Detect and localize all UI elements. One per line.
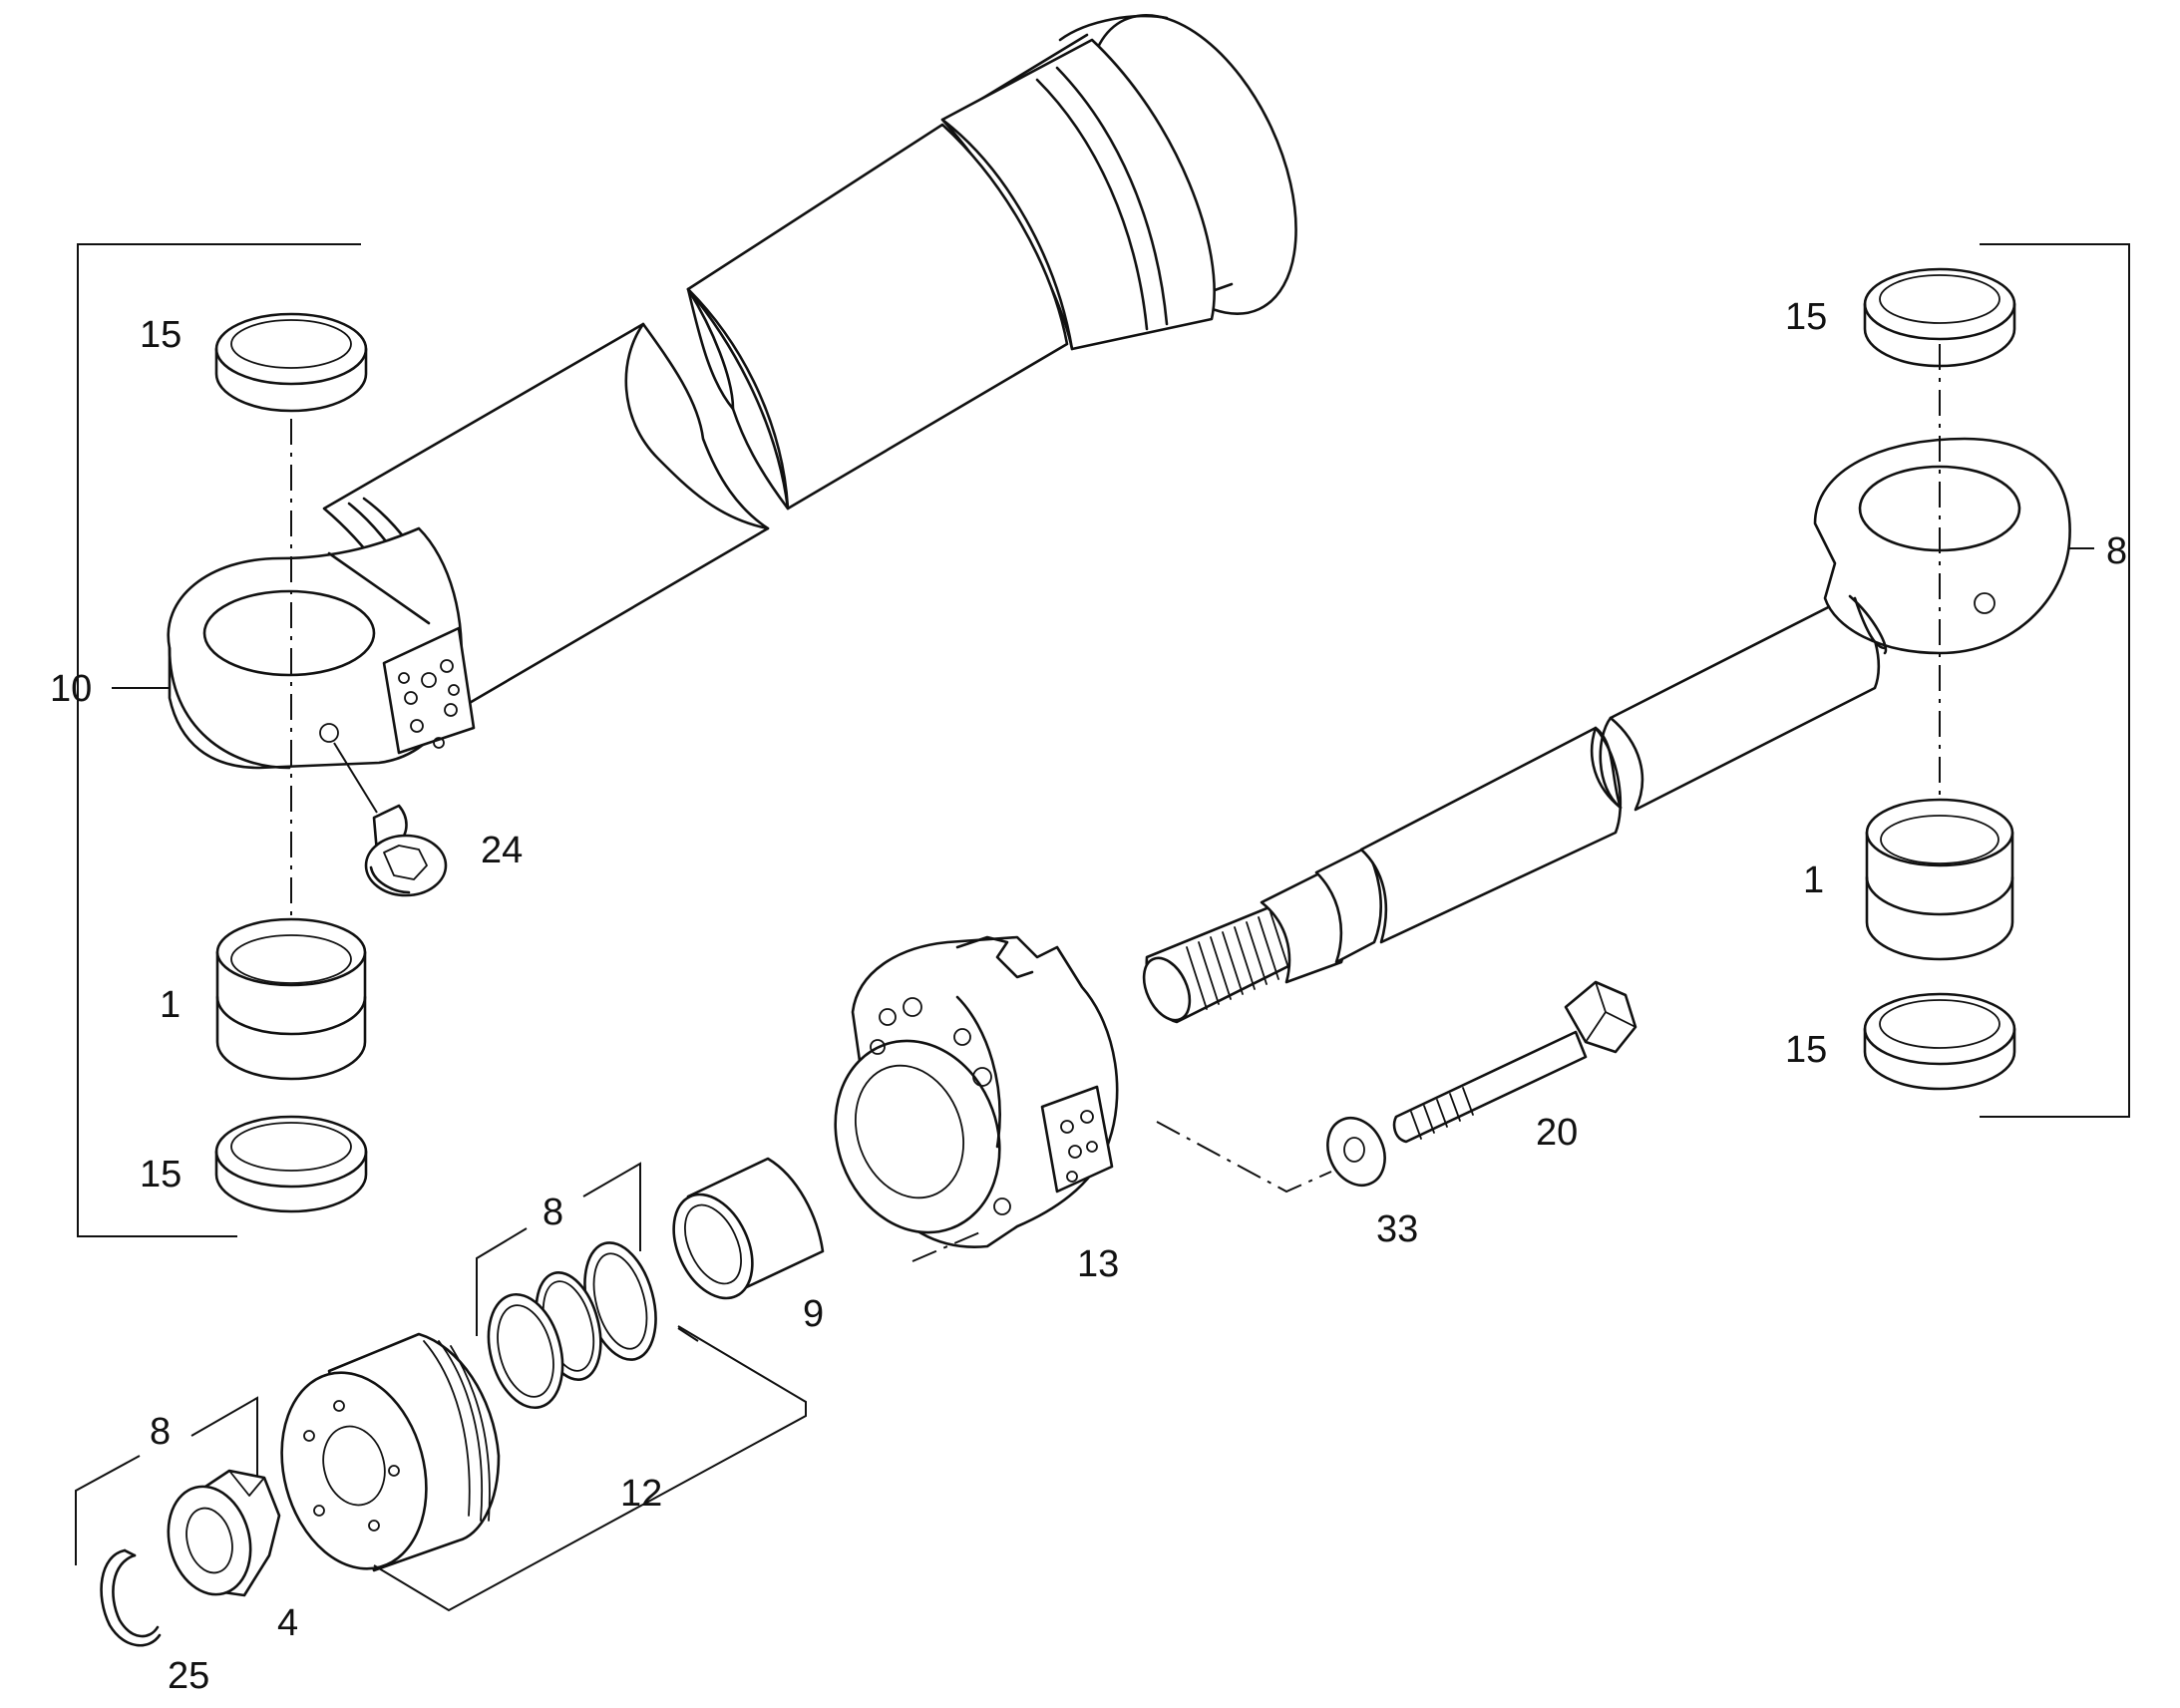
piston-nut[interactable]	[157, 1469, 281, 1603]
washer[interactable]	[1317, 1109, 1396, 1195]
piston[interactable]	[261, 1332, 501, 1585]
circlip[interactable]	[100, 1548, 162, 1647]
seal-ring-top-right[interactable]	[1863, 267, 2016, 368]
seal-ring-bottom-left[interactable]	[214, 1115, 368, 1213]
callout-1-right: 1	[1803, 859, 1824, 901]
callout-20: 20	[1536, 1112, 1578, 1154]
bracket-12-upper	[677, 1327, 699, 1342]
bushing-left[interactable]	[215, 917, 367, 1081]
guide-bushing[interactable]	[658, 1157, 825, 1311]
cylinder-head[interactable]	[809, 935, 1119, 1255]
washer-centerline	[1156, 1121, 1332, 1194]
callout-1-left: 1	[160, 984, 181, 1026]
bracket-8-nut-right	[190, 1396, 258, 1476]
bracket-left	[77, 243, 361, 1237]
bracket-8-nut	[75, 1455, 141, 1565]
head-centerline	[911, 1230, 983, 1262]
callout-33: 33	[1376, 1208, 1418, 1250]
callout-4: 4	[277, 1602, 298, 1644]
seal-ring-top-left[interactable]	[214, 312, 368, 413]
callout-8-right: 8	[2106, 530, 2127, 572]
bracket-right	[1980, 243, 2130, 1118]
callout-9: 9	[803, 1293, 824, 1335]
seal-ring-bottom-right[interactable]	[1863, 992, 2016, 1091]
callout-12: 12	[620, 1473, 662, 1515]
callout-10: 10	[50, 668, 92, 710]
callout-8-rings: 8	[543, 1192, 563, 1233]
bracket-12	[373, 1325, 807, 1612]
piston-seal-rings[interactable]	[477, 1235, 667, 1417]
callout-15-top-right: 15	[1785, 296, 1827, 338]
callout-8-nut: 8	[150, 1411, 171, 1453]
bushing-right[interactable]	[1865, 798, 2014, 961]
callout-15-bottom-right: 15	[1785, 1029, 1827, 1071]
callout-25: 25	[168, 1655, 209, 1697]
piston-rod[interactable]	[1135, 437, 2071, 1027]
callout-13: 13	[1077, 1243, 1119, 1285]
callout-15-top-left: 15	[140, 314, 182, 356]
bracket-8-rings-right	[582, 1162, 641, 1251]
bracket-8-rings	[476, 1227, 528, 1336]
cylinder-barrel[interactable]	[167, 0, 1339, 770]
callout-24: 24	[481, 830, 523, 871]
bolt[interactable]	[1392, 980, 1637, 1144]
callout-15-bottom-left: 15	[140, 1154, 182, 1196]
grease-nipple[interactable]	[333, 742, 448, 897]
